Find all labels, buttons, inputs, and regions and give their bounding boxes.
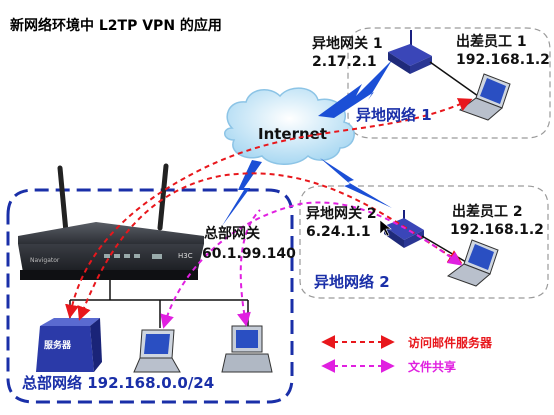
diagram-title: 新网络环境中 L2TP VPN 的应用: [10, 17, 222, 34]
mail-access-flow-remote2: [77, 172, 463, 321]
legend: 访问邮件服务器 文件共享: [321, 335, 493, 374]
legend-mail-label: 访问邮件服务器: [408, 335, 493, 350]
remote-employee-2-laptop: [446, 239, 499, 287]
hq-gateway-ip: 60.1.99.140: [202, 246, 296, 262]
hq-network-boundary: [6, 188, 294, 404]
file-share-flow-2: [237, 209, 261, 327]
remote1-lan-cable: [429, 61, 479, 97]
svg-text:H3C: H3C: [178, 252, 193, 260]
remote2-employee-name: 出差员工 2: [452, 203, 523, 220]
remote2-network-label: 异地网络 2: [314, 273, 390, 291]
hq-gateway-name: 总部网关: [204, 225, 260, 242]
remote1-gateway-ip: 2.17.2.1: [312, 54, 377, 70]
remote2-lan-cable: [421, 235, 467, 263]
remote1-gateway-name: 异地网关 1: [312, 35, 383, 52]
remote2-employee-ip: 192.168.1.2: [450, 222, 544, 238]
remote-gateway-1-router: [388, 30, 432, 74]
internet-cloud: Internet: [224, 87, 355, 165]
hq-laptop: [133, 329, 181, 373]
hq-network-label: 总部网络 192.168.0.0/24: [22, 374, 214, 392]
remote1-employee-name: 出差员工 1: [456, 33, 527, 50]
hq-desktop: [221, 325, 273, 373]
remote1-network-label: 异地网络 1: [356, 106, 432, 124]
server-label: 服务器: [44, 339, 72, 351]
remote2-gateway-ip: 6.24.1.1: [306, 224, 371, 240]
remote-network-1-boundary: [347, 27, 551, 139]
svg-text:Navigator: Navigator: [30, 257, 60, 264]
remote1-employee-ip: 192.168.1.2: [456, 52, 550, 68]
remote-employee-1-laptop: [458, 73, 511, 121]
hq-server: 服务器: [36, 318, 102, 372]
remote2-gateway-name: 异地网关 2: [306, 205, 377, 222]
legend-share-label: 文件共享: [408, 359, 456, 374]
file-share-flow-1: [160, 201, 463, 329]
